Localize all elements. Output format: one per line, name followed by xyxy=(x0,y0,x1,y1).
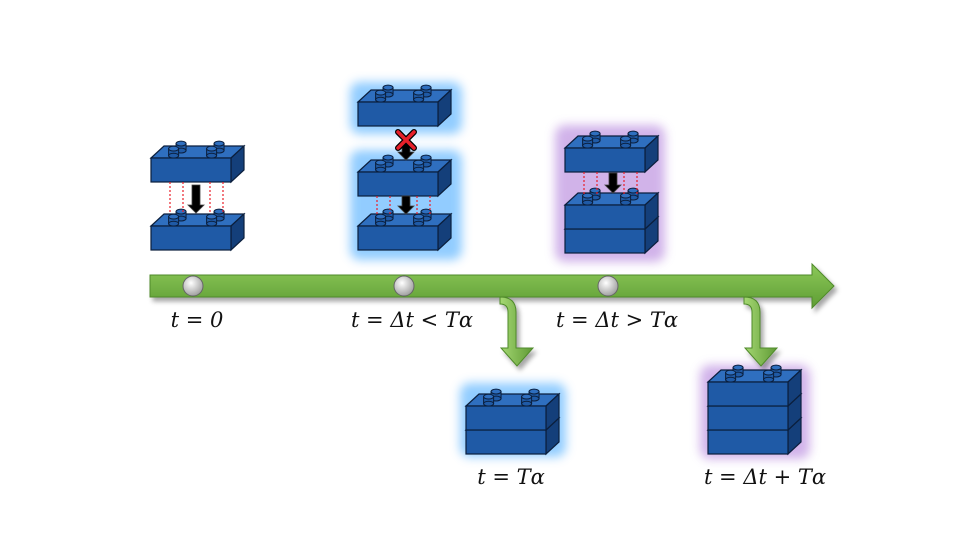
label-t-alpha: t = Tα xyxy=(477,465,545,489)
label-t-delta-less: t = Δt < Tα xyxy=(350,308,474,332)
branch-arrow-2 xyxy=(743,296,779,367)
label-t-zero: t = 0 xyxy=(170,308,224,332)
brick-t0-top xyxy=(149,140,246,184)
label-t-delta-plus-alpha: t = Δt + Tα xyxy=(703,465,827,489)
timeline-marker-t2 xyxy=(597,275,619,297)
down-arrow-icon xyxy=(604,172,622,194)
brick-t0-bottom xyxy=(149,208,246,252)
brick-t4-top xyxy=(706,364,803,408)
timeline-arrow xyxy=(149,262,835,310)
timeline-marker-t1 xyxy=(393,275,415,297)
brick-t2-top xyxy=(563,130,660,174)
down-arrow-icon xyxy=(187,184,205,214)
brick-t2-stack-middle xyxy=(563,187,660,231)
guide-layer xyxy=(169,129,638,215)
branch-arrow-1 xyxy=(499,296,535,367)
red-x-icon xyxy=(395,129,417,151)
brick-layer xyxy=(149,84,803,456)
brick-t1-blocked xyxy=(356,84,453,128)
down-arrow-icon xyxy=(397,195,415,215)
label-t-delta-greater: t = Δt > Tα xyxy=(555,308,679,332)
brick-t1-middle xyxy=(356,154,453,198)
brick-t1-bottom xyxy=(356,208,453,252)
brick-t3-top xyxy=(464,388,561,432)
timeline-marker-t0 xyxy=(182,275,204,297)
